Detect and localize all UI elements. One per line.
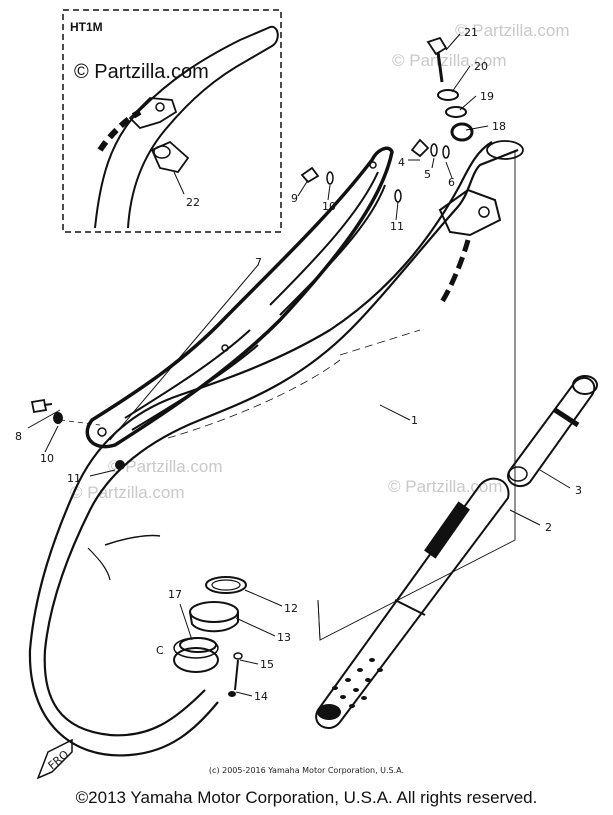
callout-21: 21 — [464, 26, 478, 39]
inset-title: HT1M — [70, 20, 103, 34]
callout-2: 2 — [545, 521, 552, 534]
callout-17: 17 — [168, 588, 182, 601]
callout-18: 18 — [492, 120, 506, 133]
callouts: 1 2 3 4 5 6 7 8 9 10 10 11 11 12 13 14 1… — [15, 26, 582, 772]
leader-lines — [27, 33, 571, 697]
callout-6: 6 — [448, 176, 455, 189]
callout-4: 4 — [398, 156, 405, 169]
hardware — [30, 36, 474, 470]
watermark: © Partzilla.com — [108, 457, 223, 476]
callout-8: 8 — [15, 430, 22, 443]
callout-7: 7 — [255, 256, 262, 269]
callout-1: 1 — [411, 414, 418, 427]
callout-12: 12 — [284, 602, 298, 615]
callout-22: 22 — [186, 196, 200, 209]
callout-10: 10 — [40, 452, 54, 465]
watermark: © Partzilla.com — [455, 21, 570, 40]
callout-19: 19 — [480, 90, 494, 103]
callout-13: 13 — [277, 631, 291, 644]
callout-c-mark: C — [156, 644, 164, 657]
callout-9: 9 — [291, 192, 298, 205]
inset-ht1m: HT1M © Partzilla.com 22 — [62, 9, 282, 233]
callout-3: 3 — [575, 484, 582, 497]
callout-15: 15 — [260, 658, 274, 671]
callout-14: 14 — [254, 690, 268, 703]
footer-copyright: ©2013 Yamaha Motor Corporation, U.S.A. A… — [75, 788, 538, 807]
watermark: © Partzilla.com — [388, 477, 503, 496]
muffler — [315, 477, 510, 729]
tail-pipe — [507, 375, 598, 488]
diagram-copyright: (c) 2005-2016 Yamaha Motor Corporation, … — [208, 766, 405, 775]
callout-11: 11 — [67, 472, 81, 485]
inset-watermark: © Partzilla.com — [74, 61, 209, 83]
callout-11: 11 — [390, 220, 404, 233]
watermark: © Partzilla.com — [70, 483, 185, 502]
front-arrow — [36, 738, 73, 780]
callout-20: 20 — [474, 60, 488, 73]
watermark: © Partzilla.com — [392, 51, 507, 70]
callout-10: 10 — [322, 200, 336, 213]
heat-shield — [85, 146, 394, 449]
joint-parts — [179, 576, 247, 697]
callout-5: 5 — [424, 168, 431, 181]
exhaust-pipe — [28, 140, 524, 757]
